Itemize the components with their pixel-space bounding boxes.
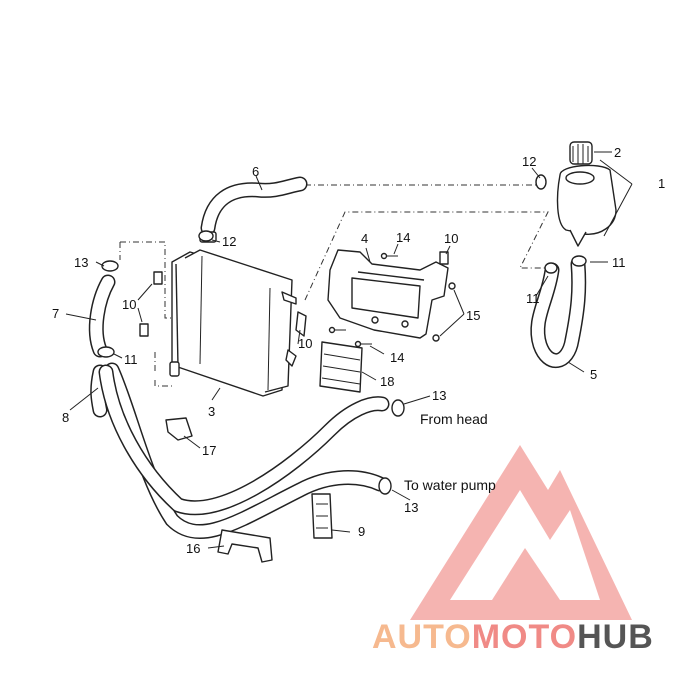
label-14a: 14 [396, 230, 410, 245]
label-12a: 12 [522, 154, 536, 169]
label-14b: 14 [390, 350, 404, 365]
radiator-bracket [327, 249, 449, 339]
label-2: 2 [614, 145, 621, 160]
label-9: 9 [358, 524, 365, 539]
label-7: 7 [52, 306, 59, 321]
label-11a: 11 [124, 352, 138, 367]
label-12b: 12 [222, 234, 236, 249]
note-to-water-pump: To water pump [404, 477, 496, 493]
small-fittings [139, 251, 456, 563]
label-4: 4 [361, 231, 368, 246]
watermark-text: AUTOMOTOHUB [372, 618, 654, 656]
label-3: 3 [208, 404, 215, 419]
radiator-shroud [319, 341, 363, 393]
label-11b: 11 [612, 255, 626, 270]
label-5: 5 [590, 367, 597, 382]
automotohub-logo [410, 445, 632, 620]
note-from-head: From head [420, 411, 488, 427]
radiator [169, 231, 297, 397]
lower-hose [98, 362, 390, 540]
label-13c: 13 [404, 500, 418, 515]
flow-notes: From head To water pump [404, 411, 496, 493]
label-16: 16 [186, 541, 200, 556]
label-1: 1 [658, 176, 665, 191]
leader-lines [65, 151, 633, 549]
label-10a: 10 [444, 231, 458, 246]
label-10b: 10 [122, 297, 136, 312]
label-18: 18 [380, 374, 394, 389]
part-labels: 1 2 12 6 12 4 14 10 13 10 7 15 10 11 14 … [52, 145, 665, 556]
label-13a: 13 [74, 255, 88, 270]
watermark-auto: AUTO [372, 618, 472, 656]
expansion-tank [556, 141, 617, 247]
upper-hose [200, 176, 308, 236]
watermark-moto: MOTO [472, 618, 577, 656]
label-15: 15 [466, 308, 480, 323]
label-10c: 10 [298, 336, 312, 351]
label-6: 6 [252, 164, 259, 179]
label-11c: 11 [526, 291, 540, 306]
label-13b: 13 [432, 388, 446, 403]
watermark-hub: HUB [577, 618, 654, 656]
label-17: 17 [202, 443, 216, 458]
hose-clamps [97, 174, 587, 495]
label-8: 8 [62, 410, 69, 425]
svg-text:AUTOMOTOHUB: AUTOMOTOHUB [372, 618, 654, 656]
connection-lines [119, 184, 549, 387]
tank-hose [530, 256, 587, 369]
